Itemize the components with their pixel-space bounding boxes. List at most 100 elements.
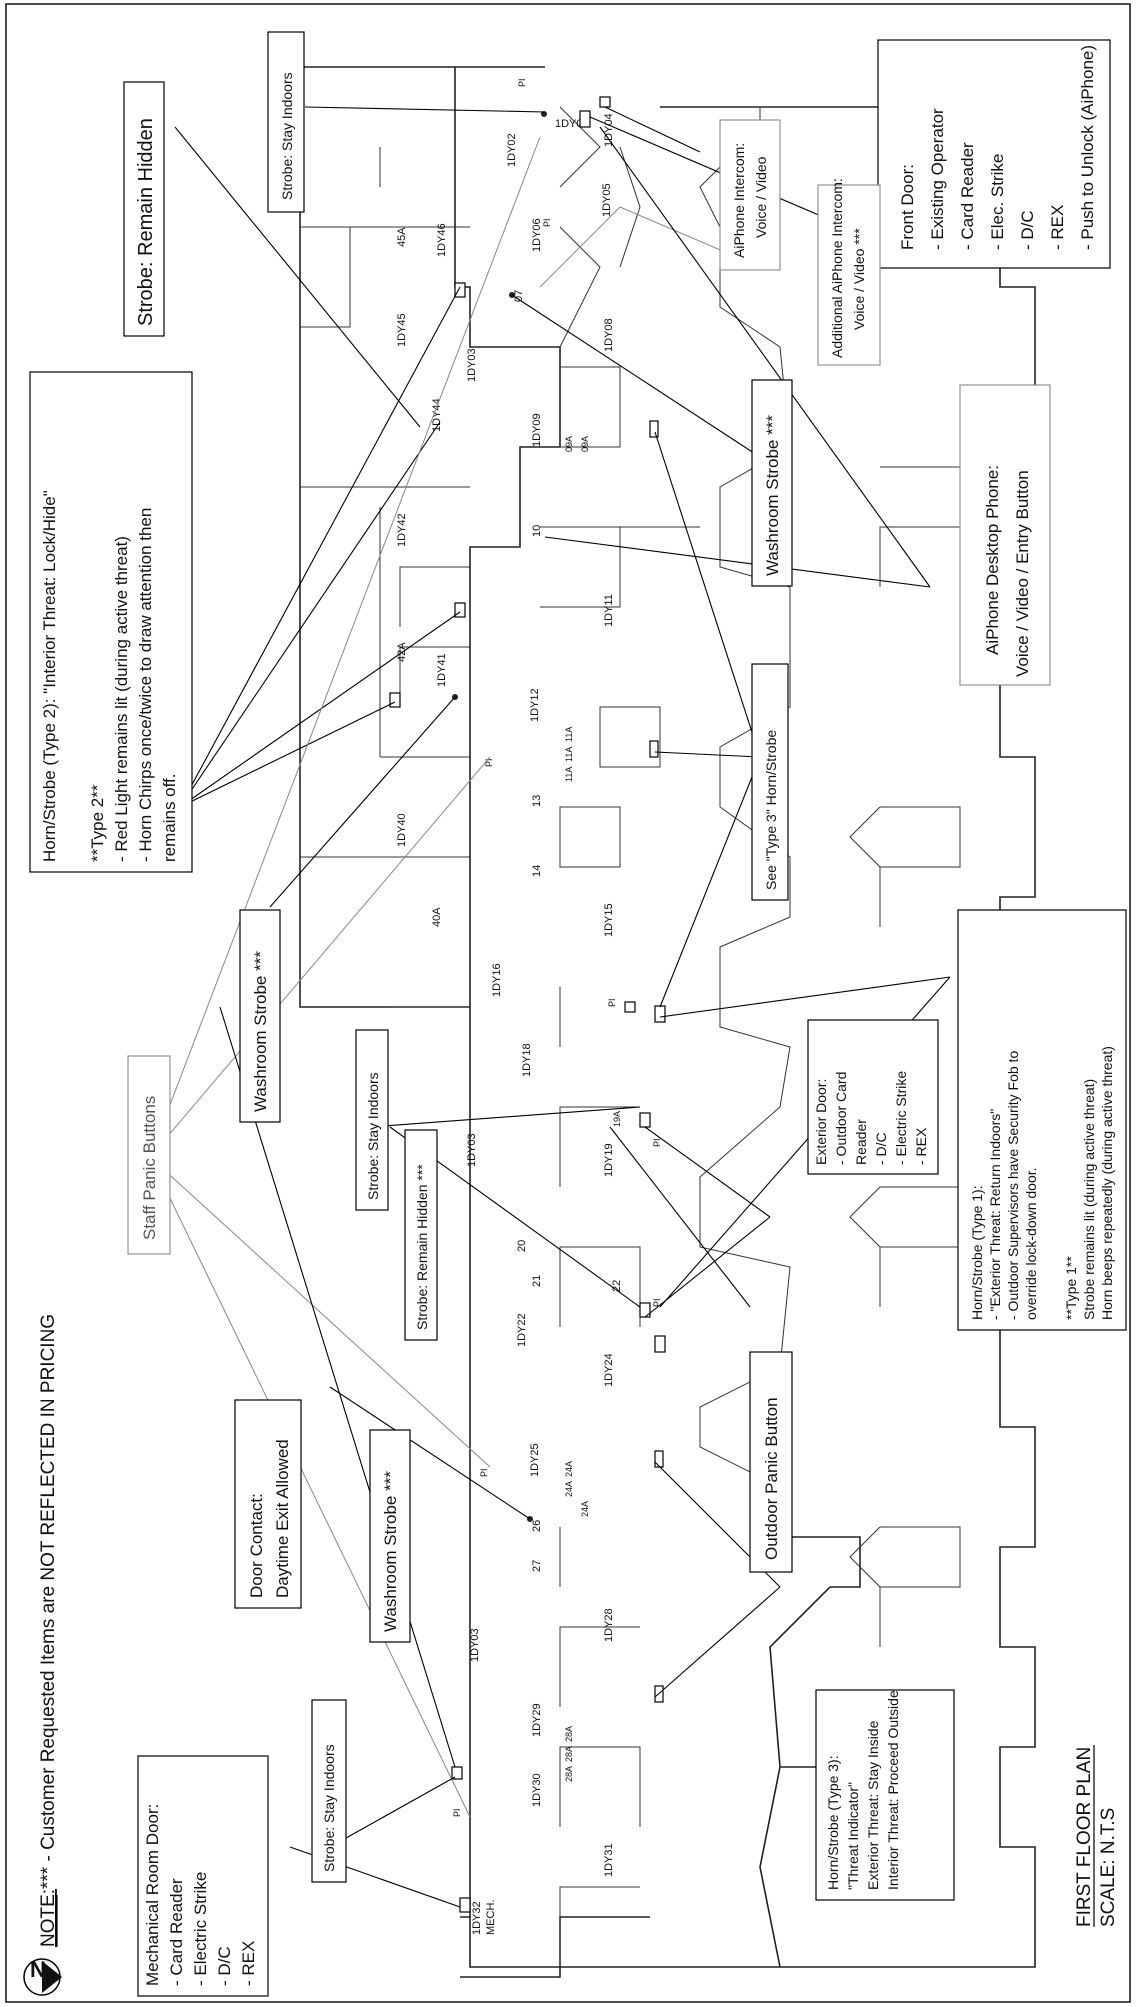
type1-line-4: override lock-down door. [1023,1167,1039,1320]
strobe-stay-indoors-low-text: Strobe: Stay Indoors [321,1744,337,1872]
device-horn-strobe-type1-a [654,1005,666,1023]
room-27: 27 [531,1560,543,1572]
callout-see-type3: See "Type 3" Horn/Strobe [751,663,789,901]
type2-line-5: - Horn Chirps once/twice to draw attenti… [136,508,155,862]
room-11A-1: 11A [564,727,574,742]
pi-label-3: PI [484,758,494,767]
pi-label-5: PI [652,1298,662,1307]
room-1DY12: 1DY12 [529,688,541,722]
room-20: 20 [516,1240,528,1252]
room-1DY30: 1DY30 [531,1773,543,1807]
mech-door-line-5: - REX [239,1941,258,1986]
washroom-strobe-right-text: Washroom Strobe *** [763,415,782,576]
room-1DY45: 1DY45 [396,313,408,347]
front-door-line-1: Front Door: [898,164,917,250]
additional-intercom-line-2: Voice / Video *** [851,228,867,330]
room-24A-2: 24A [564,1481,574,1497]
room-1DY04: 1DY04 [603,113,615,147]
pi-label-2: PI [542,218,552,227]
device-exterior-door-a [639,1112,651,1128]
devices [389,96,666,1913]
front-door-line-4: - Elec. Strike [988,154,1007,250]
device-mech-door [459,1897,471,1913]
room-28A-2: 28A [564,1746,574,1762]
room-1DY31: 1DY31 [603,1843,615,1877]
room-45A: 45A [396,227,408,247]
room-1DY03-upper: 1DY03 [466,348,478,382]
door-contact-line-1: Door Contact: [247,1493,266,1598]
device-strobe-42A [389,692,401,708]
room-1DY41: 1DY41 [436,653,448,687]
room-1DY02: 1DY02 [506,133,518,167]
callout-exterior-door: Exterior Door: - Outdoor Card Reader - D… [807,1019,939,1175]
type3-line-3: Exterior Threat: Stay Inside [865,1720,881,1890]
room-1DY40: 1DY40 [396,813,408,847]
exterior-door-line-5: - Electric Strike [893,1071,909,1165]
exterior-door-line-6: - REX [913,1127,929,1165]
callout-type2: Horn/Strobe (Type 2): "Interior Threat: … [29,371,193,873]
type1-line-1: Horn/Strobe (Type 1): [969,1185,985,1320]
type3-line-4: Interior Threat: Proceed Outside [885,1690,901,1890]
callout-strobe-stay-indoors-low: Strobe: Stay Indoors [311,1699,347,1883]
room-21: 21 [531,1275,543,1287]
room-1DY11: 1DY11 [603,594,615,627]
callout-washroom-strobe-right: Washroom Strobe *** [751,379,793,587]
callout-washroom-strobe-mid: Washroom Strobe *** [239,909,281,1123]
see-type3-text: See "Type 3" Horn/Strobe [763,730,779,890]
mech-door-line-3: - Electric Strike [191,1872,210,1986]
front-door-line-5: - D/C [1018,210,1037,250]
type3-line-1: Horn/Strobe (Type 3): [825,1755,841,1890]
room-24A-3: 24A [580,1501,590,1517]
device-horn-strobe-type1-b [624,1001,636,1013]
exterior-door-line-1: Exterior Door: [813,1079,829,1165]
strobe-stay-indoors-top-text: Strobe: Stay Indoors [279,72,295,200]
type2-line-1: Horn/Strobe (Type 2): "Interior Threat: … [40,490,59,862]
room-11A-2: 11A [564,747,574,762]
room-07: 07 [513,290,525,302]
room-1DY08: 1DY08 [603,318,615,352]
north-letter: N [30,1957,46,1982]
type1-line-8: Horn beeps repeatedly (during active thr… [1099,1046,1115,1320]
room-28A-1: 28A [564,1726,574,1742]
aiphone-desktop-line-1: AiPhone Desktop Phone: [983,465,1002,655]
mech-door-line-1: Mechanical Room Door: [143,1804,162,1986]
room-1DY32: 1DY32 [471,1901,483,1935]
type3-line-2: "Threat Indicator" [845,1782,861,1890]
callout-strobe-stay-indoors-top: Strobe: Stay Indoors [267,31,305,213]
type1-line-3: - Outdoor Supervisors have Security Fob … [1005,1051,1021,1320]
pi-label-7: PI [607,998,617,1007]
mech-door-line-2: - Card Reader [167,1878,186,1986]
device-horn-strobe-type3-a [649,420,659,438]
outdoor-panic-text: Outdoor Panic Button [762,1397,781,1560]
callout-strobe-remain-hidden-mid: Strobe: Remain Hidden *** [404,1129,438,1341]
callout-washroom-strobe-left: Washroom Strobe *** [369,1429,411,1643]
room-19A: 19A [612,1111,622,1127]
staff-panic-text: Staff Panic Buttons [140,1096,159,1240]
room-1DY28: 1DY28 [603,1608,615,1642]
room-1DY03-mid: 1DY03 [466,1133,478,1167]
room-26: 26 [531,1520,543,1532]
washroom-strobe-mid-text: Washroom Strobe *** [251,951,270,1112]
callout-type1: Horn/Strobe (Type 1): - "Exterior Threat… [957,909,1127,1331]
room-28A-3: 28A [564,1766,574,1782]
front-door-line-3: - Card Reader [958,142,977,250]
device-horn-strobe-type3-b [649,740,659,758]
callout-outdoor-panic: Outdoor Panic Button [749,1351,793,1573]
callout-door-contact: Door Contact: Daytime Exit Allowed [234,1399,302,1609]
pi-label-8: PI [452,1808,462,1817]
room-14: 14 [531,865,543,877]
room-1DY42: 1DY42 [396,513,408,547]
room-1DY06: 1DY06 [531,218,543,252]
strobe-remain-hidden-text: Strobe: Remain Hidden [135,118,157,326]
device-strobe-1DY46 [454,282,466,298]
front-door-line-7: - Push to Unlock (AiPhone) [1078,45,1097,250]
room-09A-2: 09A [580,436,590,452]
room-1DY25: 1DY25 [529,1443,541,1477]
pi-label-6: PI [479,1468,489,1477]
pi-label-1: PI [517,78,527,87]
callout-additional-intercom: Additional AiPhone Intercom: Voice / Vid… [817,178,881,366]
note-text: *** - Customer Requested Items are NOT R… [38,1314,59,1889]
additional-intercom-line-1: Additional AiPhone Intercom: [829,178,845,358]
room-13: 13 [531,795,543,807]
pi-label-4: PI [652,1138,662,1147]
